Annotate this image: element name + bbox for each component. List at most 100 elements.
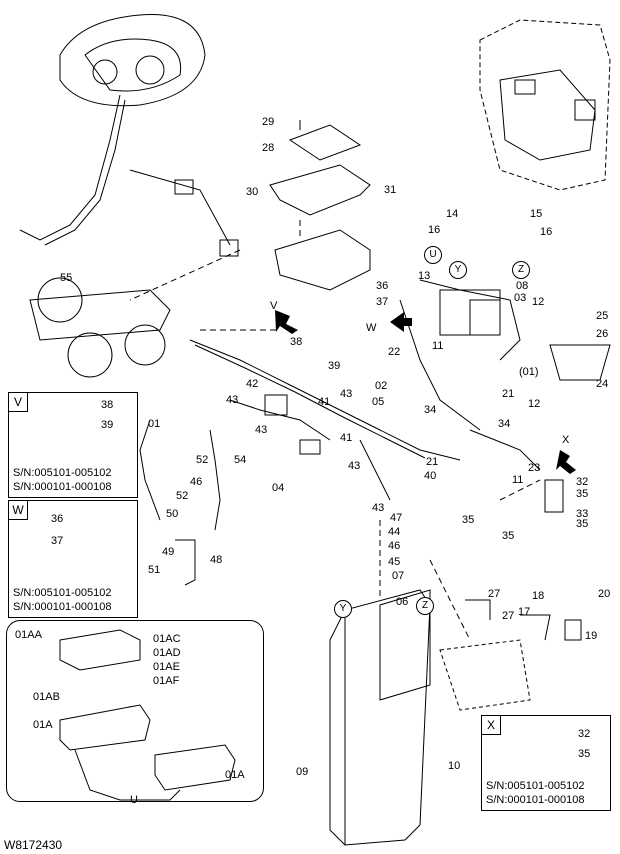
callout-label: 15: [530, 208, 543, 220]
callout-label: 51: [148, 564, 161, 576]
detail-u-tag: U: [130, 794, 138, 806]
callout-label: W: [366, 322, 377, 334]
callout-label: 40: [424, 470, 437, 482]
callout-label: 30: [246, 186, 259, 198]
callout-label: 35: [576, 518, 589, 530]
ref-circle-z-bottom: Z: [416, 597, 434, 615]
callout-label: 23: [528, 462, 541, 474]
callout-label: 34: [498, 418, 511, 430]
callout-label: 43: [255, 424, 268, 436]
view-x-arrow: [556, 450, 576, 474]
callout-label: 27: [502, 610, 515, 622]
detail-u-01aa: 01AA: [15, 629, 42, 641]
callout-label: 55: [60, 272, 73, 284]
detail-box-v: V 38 39 S/N:005101-005102 S/N:000101-000…: [8, 392, 138, 498]
detail-x-sn-2: S/N:000101-000108: [486, 794, 585, 806]
callout-label: 12: [528, 398, 541, 410]
callout-label: X: [562, 434, 570, 446]
controller-bracket-drawing: [269, 120, 371, 291]
callout-label: 54: [234, 454, 247, 466]
callout-label: 35: [502, 530, 515, 542]
callout-label: 25: [596, 310, 609, 322]
callout-label: 52: [176, 490, 189, 502]
callout-label: 02: [375, 380, 388, 392]
callout-label: 42: [246, 378, 259, 390]
callout-label: 16: [540, 226, 553, 238]
strap-24-drawing: [549, 344, 611, 381]
detail-u-01ad: 01AD: [153, 647, 181, 659]
detail-box-x: X 32 35 S/N:005101-005102 S/N:000101-000…: [481, 715, 611, 811]
detail-box-x-tag: X: [482, 716, 501, 735]
callout-label: 41: [340, 432, 353, 444]
callout-label: 24: [596, 378, 609, 390]
callout-label: 43: [348, 460, 361, 472]
housing-drawing: [329, 589, 531, 846]
callout-label: 50: [166, 508, 179, 520]
callout-label: 43: [226, 394, 239, 406]
callout-label: 26: [596, 328, 609, 340]
ref-circle-y-top: Y: [449, 261, 467, 279]
callout-label: 01: [148, 418, 161, 430]
callout-label: 35: [576, 488, 589, 500]
connector-detail-drawing: [59, 629, 236, 801]
callout-label: 11: [432, 340, 444, 352]
detail-u-01ab: 01AB: [33, 691, 60, 703]
callout-label: 34: [424, 404, 437, 416]
callout-label: 16: [428, 224, 441, 236]
callout-label: 31: [384, 184, 397, 196]
view-w-arrow: [390, 312, 412, 332]
bracket-48-drawing: [175, 539, 196, 586]
callout-label: 18: [532, 590, 545, 602]
callout-label: 29: [262, 116, 275, 128]
ref-circle-y-bottom: Y: [334, 600, 352, 618]
callout-label: 28: [262, 142, 275, 154]
detail-u-01a-right: 01A: [225, 769, 245, 781]
callout-label: 35: [462, 514, 475, 526]
detail-box-w-tag: W: [9, 501, 28, 520]
detail-w-sn-1: S/N:005101-005102: [13, 587, 112, 599]
detail-box-w: W 36 37 S/N:005101-005102 S/N:000101-000…: [8, 500, 138, 618]
detail-v-part-39: 39: [101, 419, 114, 431]
callout-label: 19: [585, 630, 598, 642]
callout-label: 20: [598, 588, 611, 600]
callout-label: 07: [392, 570, 405, 582]
callout-label: 33: [576, 508, 589, 520]
detail-u-01ac: 01AC: [153, 633, 181, 645]
callout-label: 27: [488, 588, 501, 600]
callout-label: 12: [532, 296, 545, 308]
detail-x-sn-1: S/N:005101-005102: [486, 780, 585, 792]
callout-label: 52: [196, 454, 209, 466]
callout-label: 14: [446, 208, 459, 220]
part-19-drawing: [564, 619, 582, 641]
bracket-32-drawing: [544, 479, 564, 513]
callout-label: 21: [502, 388, 515, 400]
callout-label: 46: [388, 540, 401, 552]
callout-label: 11: [512, 474, 524, 486]
detail-u-01a-left: 01A: [33, 719, 53, 731]
callout-label: 39: [328, 360, 341, 372]
callout-label: V: [270, 300, 278, 312]
callout-label: 32: [576, 476, 589, 488]
callout-label: 04: [272, 482, 285, 494]
callout-label: 48: [210, 554, 223, 566]
lamps-drawing: [29, 277, 171, 378]
drawing-code: W8172430: [4, 838, 63, 852]
callout-label: 08: [516, 280, 529, 292]
callout-label: 10: [448, 760, 461, 772]
detail-v-sn-2: S/N:000101-000108: [13, 481, 112, 493]
harness-drawing: [139, 279, 541, 531]
callout-label: 13: [418, 270, 431, 282]
ref-circle-u: U: [424, 246, 442, 264]
callout-label: 37: [376, 296, 389, 308]
callout-label: 41: [318, 396, 331, 408]
cab-drawing: [479, 19, 611, 191]
callout-label: 47: [390, 512, 403, 524]
callout-label: 38: [290, 336, 303, 348]
callout-label: 21: [426, 456, 439, 468]
callout-label: 05: [372, 396, 385, 408]
detail-box-u: 01AA 01AC 01AD 01AE 01AF 01AB 01A 01A: [6, 620, 264, 802]
detail-w-sn-2: S/N:000101-000108: [13, 601, 112, 613]
detail-w-part-36: 36: [51, 513, 64, 525]
callout-label: 49: [162, 546, 175, 558]
